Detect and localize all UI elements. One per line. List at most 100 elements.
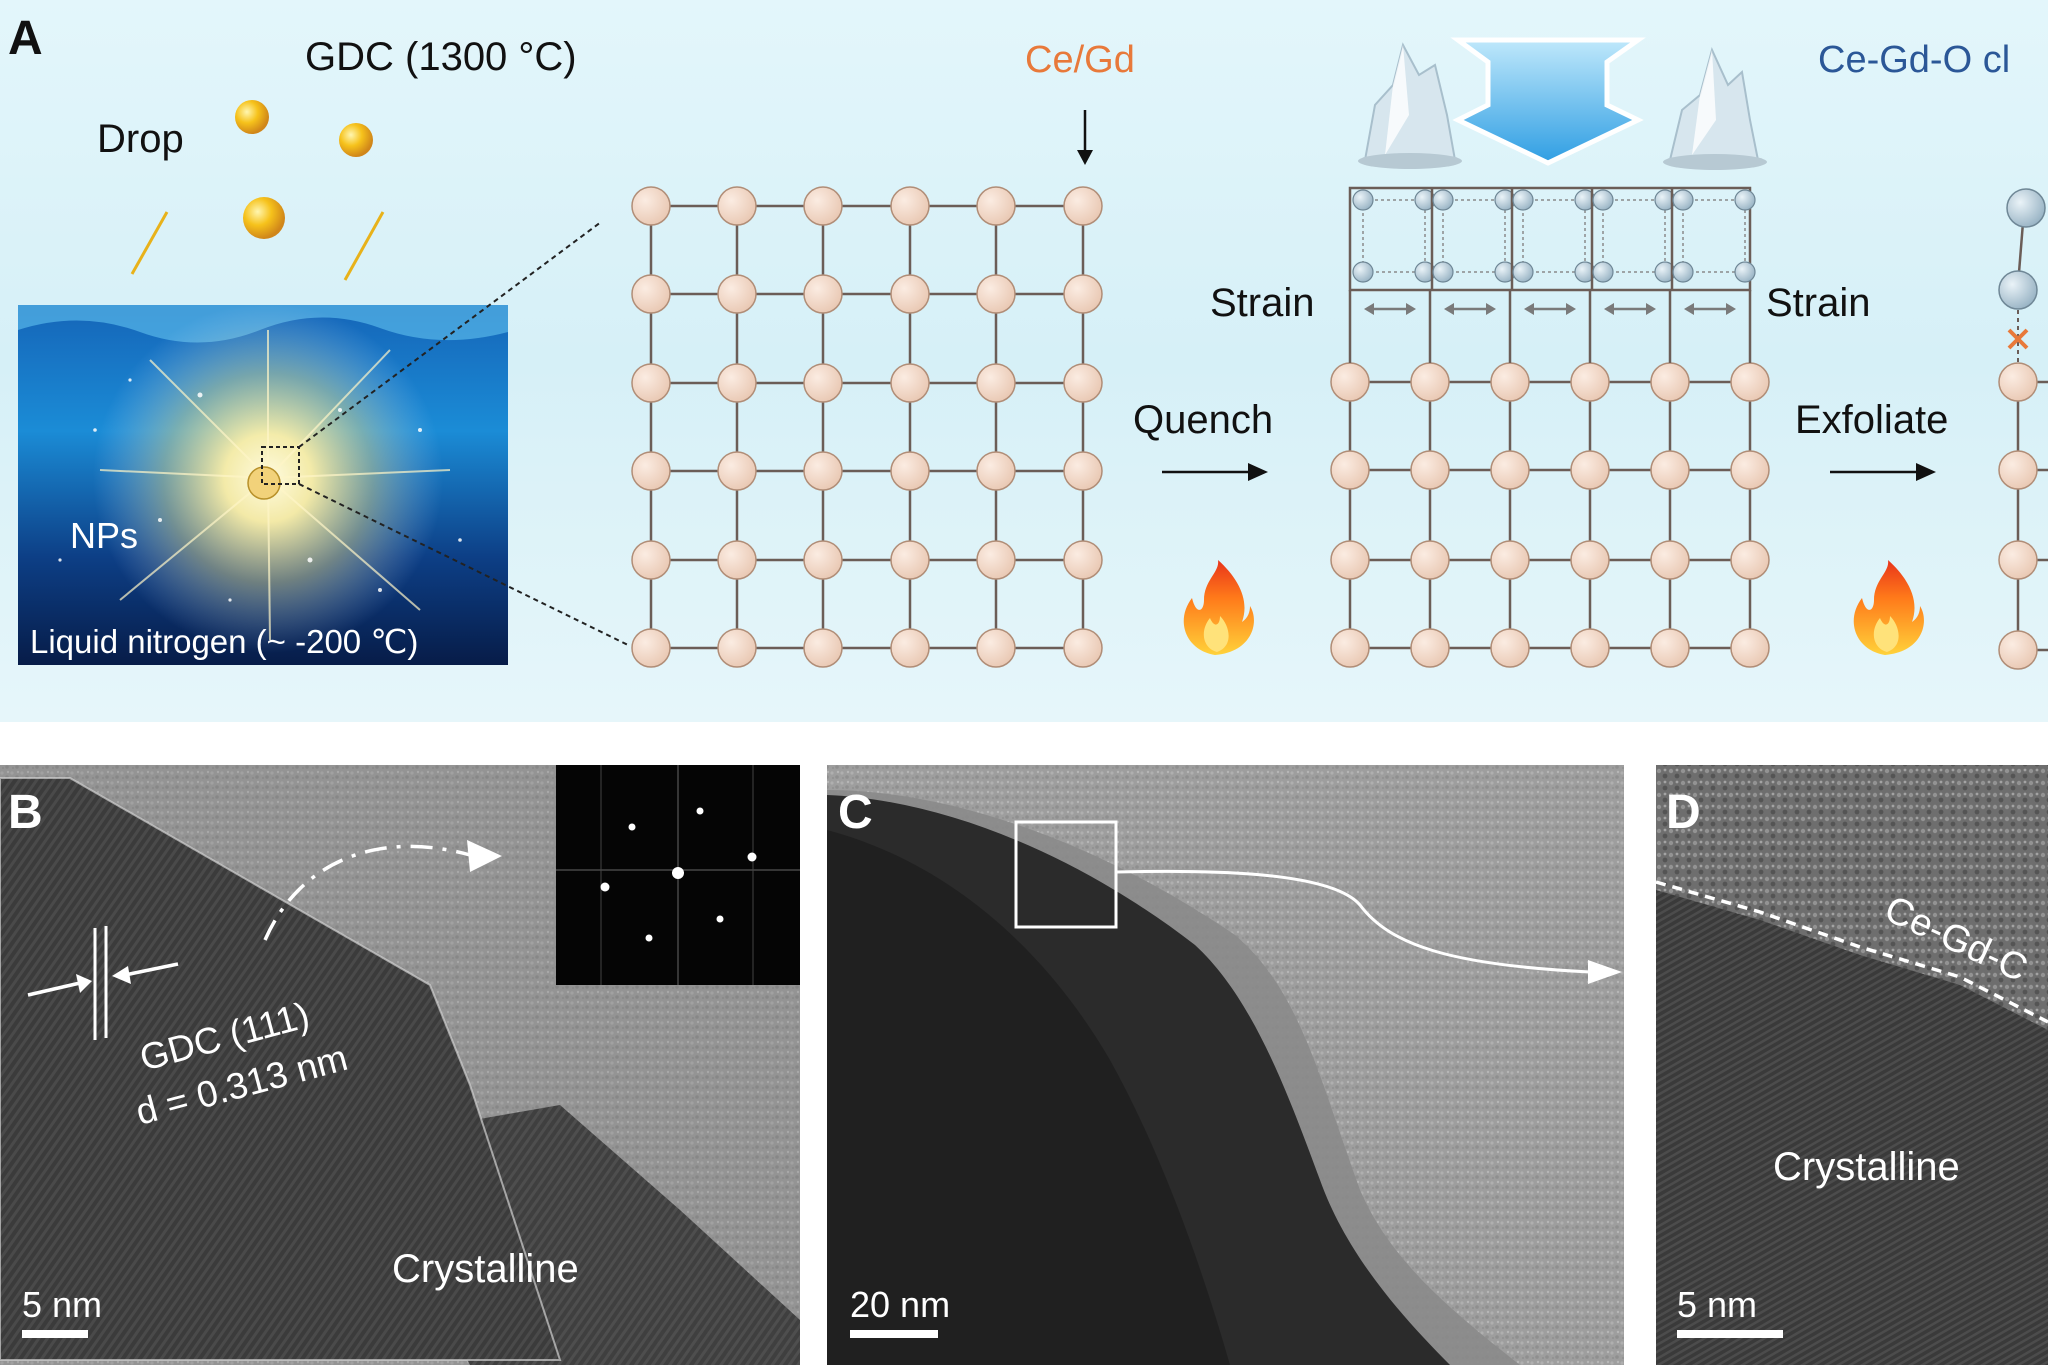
atom [890,540,930,580]
atom [717,628,757,668]
gdc-droplets [235,100,373,239]
grain-edge [0,777,562,1361]
exfoliate-arrow-head [1916,463,1936,481]
surface-atom [1592,261,1614,283]
surface-atom [1672,189,1694,211]
atom [1410,628,1450,668]
scale-bar-b [22,1330,88,1338]
atom [1410,450,1450,490]
unit-cell [1682,199,1746,273]
atom [1730,540,1770,580]
crystalline-label-b: Crystalline [392,1247,579,1291]
unit-cell [1442,199,1506,273]
atom [717,363,757,403]
surface-unit-cells [1352,188,1756,290]
atom [1650,628,1690,668]
atom [1063,628,1103,668]
interface-boundary [1655,880,2048,1024]
atom [1063,186,1103,226]
unit-cell [1602,199,1666,273]
surface-atom [1352,261,1374,283]
atom [1730,362,1770,402]
atom [1570,362,1610,402]
atom [976,274,1016,314]
strain-label-left: Strain [1210,281,1315,325]
atom [1063,540,1103,580]
atom [803,186,843,226]
scale-bar-label-d: 5 nm [1677,1284,1757,1325]
atom [1063,274,1103,314]
atom [976,363,1016,403]
cooling-arrow [1450,37,1646,166]
atom [1650,450,1690,490]
panel-b: B GDC (111) d = 0.313 nm Crystalline 5 n… [0,765,800,1365]
drop-direction-line [130,211,169,275]
atom [717,540,757,580]
zoom-region-box [1014,820,1118,929]
surface-atom [1432,189,1454,211]
atom [890,186,930,226]
atom [631,628,671,668]
panel-d: D Ce-Gd-C Crystalline 5 nm [1655,765,2048,1365]
surface-atom [1672,261,1694,283]
strain-label-right: Strain [1766,281,1871,325]
atom [1330,450,1370,490]
atom [976,540,1016,580]
atom [976,186,1016,226]
scale-bar-label-b: 5 nm [22,1284,102,1325]
atom [803,628,843,668]
atom [631,540,671,580]
atom [1330,628,1370,668]
atom [717,274,757,314]
atom [1650,362,1690,402]
ce-gd-pointer-head [1077,150,1093,165]
atom [1330,362,1370,402]
drop-direction-line [343,211,385,281]
atom [803,274,843,314]
ce-gd-label: Ce/Gd [1025,39,1135,81]
panel-d-letter: D [1666,786,1701,839]
strain-arrow-head [1524,303,1534,315]
atom [1570,540,1610,580]
atom [803,451,843,491]
droplet [339,123,373,157]
strain-arrows [1364,303,1736,315]
fft-pointer-arrow [263,844,471,941]
atom [890,363,930,403]
atom [890,274,930,314]
atom [1650,540,1690,580]
surface-atom [1734,189,1756,211]
atom [1490,362,1530,402]
atom [1330,540,1370,580]
unit-cell [1362,199,1426,273]
fft-pattern [556,765,800,985]
liquid-nitrogen-bath [18,303,508,665]
crystalline-region-d [1656,890,2048,1365]
liquid-nitrogen-label: Liquid nitrogen (~ -200 ℃) [30,623,418,660]
panel-a: A GDC (1300 °C) Drop [0,0,2048,722]
atom [890,451,930,491]
exfoliate-label: Exfoliate [1795,398,1948,442]
atom [976,628,1016,668]
strain-arrow-head [1684,303,1694,315]
panel-c: C 20 nm [827,765,1624,1365]
atom [803,363,843,403]
panel-c-letter: C [838,786,873,839]
particle-core-shadow [827,830,1230,1365]
gdc-temperature-label: GDC (1300 °C) [305,35,577,79]
strain-arrow-head [1486,303,1496,315]
fft-pointer-head [467,840,502,872]
strain-arrow-head [1726,303,1736,315]
atom [1410,362,1450,402]
strain-arrow-head [1646,303,1656,315]
broken-bond-icon [2007,328,2029,350]
atom [717,451,757,491]
surface-atom [1592,189,1614,211]
crystal-lattice [631,186,1103,668]
lattice-spacing-marker [27,926,179,1040]
atom [803,540,843,580]
atom [1063,451,1103,491]
atom [1570,450,1610,490]
droplet [235,100,269,134]
drop-label: Drop [97,117,184,161]
